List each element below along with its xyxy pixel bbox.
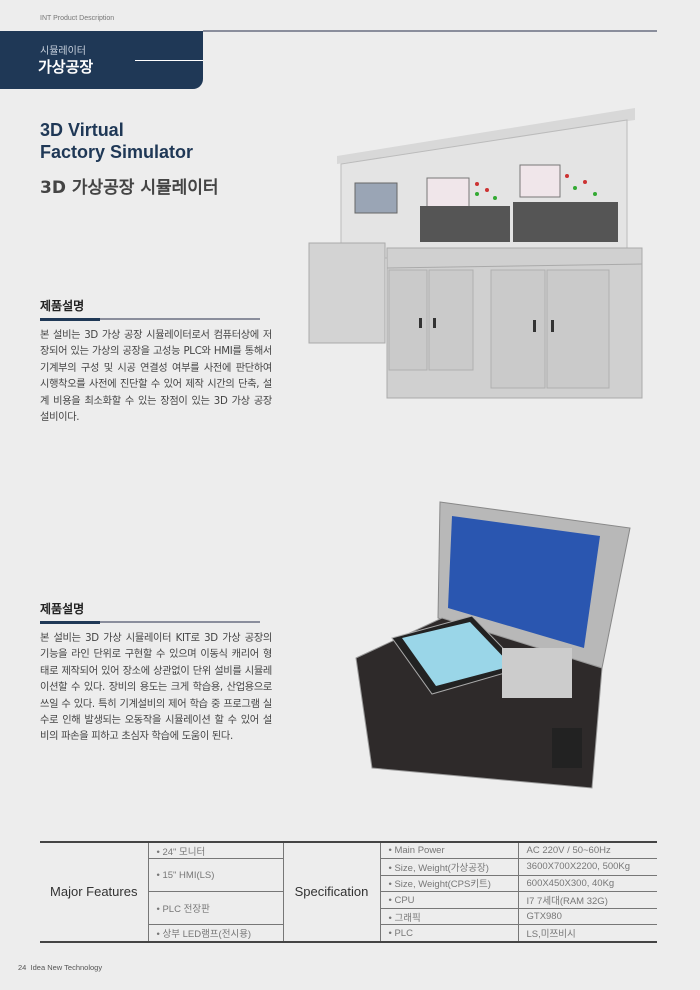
page-number: 24 [18,963,27,972]
category-title: 가상공장 [38,58,94,76]
spec-name: • Size, Weight(CPS키트) [380,874,519,893]
header-divider [203,30,657,32]
feature-item: • 24" 모니터 [147,841,284,860]
page-subtitle: 3D 가상공장 시뮬레이터 [40,178,219,198]
section-1-heading: 제품설명 [40,299,85,313]
header-label: INT Product Description [40,15,115,22]
spec-value: 600X450X300, 40Kg [517,874,657,893]
category-label: 시뮬레이터 [40,46,86,57]
spec-name: • Main Power [379,841,519,860]
section-2-text: 본 설비는 3D 가상 시뮬레이터 KIT로 3D 가상 공장의 기능을 라인 … [40,633,272,743]
virtual-factory-image [308,108,643,399]
simulator-kit-image [355,501,631,789]
section-2-divider [40,620,260,624]
spec-name: • CPU [379,891,519,909]
spec-header: Specification [283,841,381,943]
spec-value: 3600X700X2200, 500Kg [517,858,657,876]
title-line-1: 3D Virtual [40,120,124,140]
tab-divider [135,60,203,61]
features-header: Major Features [40,841,149,943]
spec-name: • Size, Weight(가상공장) [379,858,519,876]
spec-table: Major Features • 24" 모니터 Specification •… [40,841,657,943]
spec-name: • 그래픽 [380,907,519,926]
section-1-divider [40,317,260,321]
title-line-2: Factory Simulator [40,142,194,162]
footer: 24 Idea New Technology [18,963,102,972]
spec-name: • PLC [379,924,519,943]
feature-item: • 상부 LED램프(전시용) [148,924,284,943]
feature-item: • 15" HMI(LS) [148,858,284,893]
spec-value: LS,미쯔비시 [517,924,657,943]
spec-value: AC 220V / 50~60Hz [517,841,657,860]
page-title: 3D Virtual Factory Simulator [40,119,193,163]
company-name: Idea New Technology [30,963,103,972]
spec-value: I7 7세대(RAM 32G) [517,891,657,909]
feature-item: • PLC 전장판 [148,891,284,926]
section-2-heading: 제품설명 [40,602,85,616]
spec-value: GTX980 [517,907,657,926]
section-1-text: 본 설비는 3D 가상 공장 시뮬레이터로서 컴퓨터상에 저장되어 있는 가상의… [40,330,272,424]
